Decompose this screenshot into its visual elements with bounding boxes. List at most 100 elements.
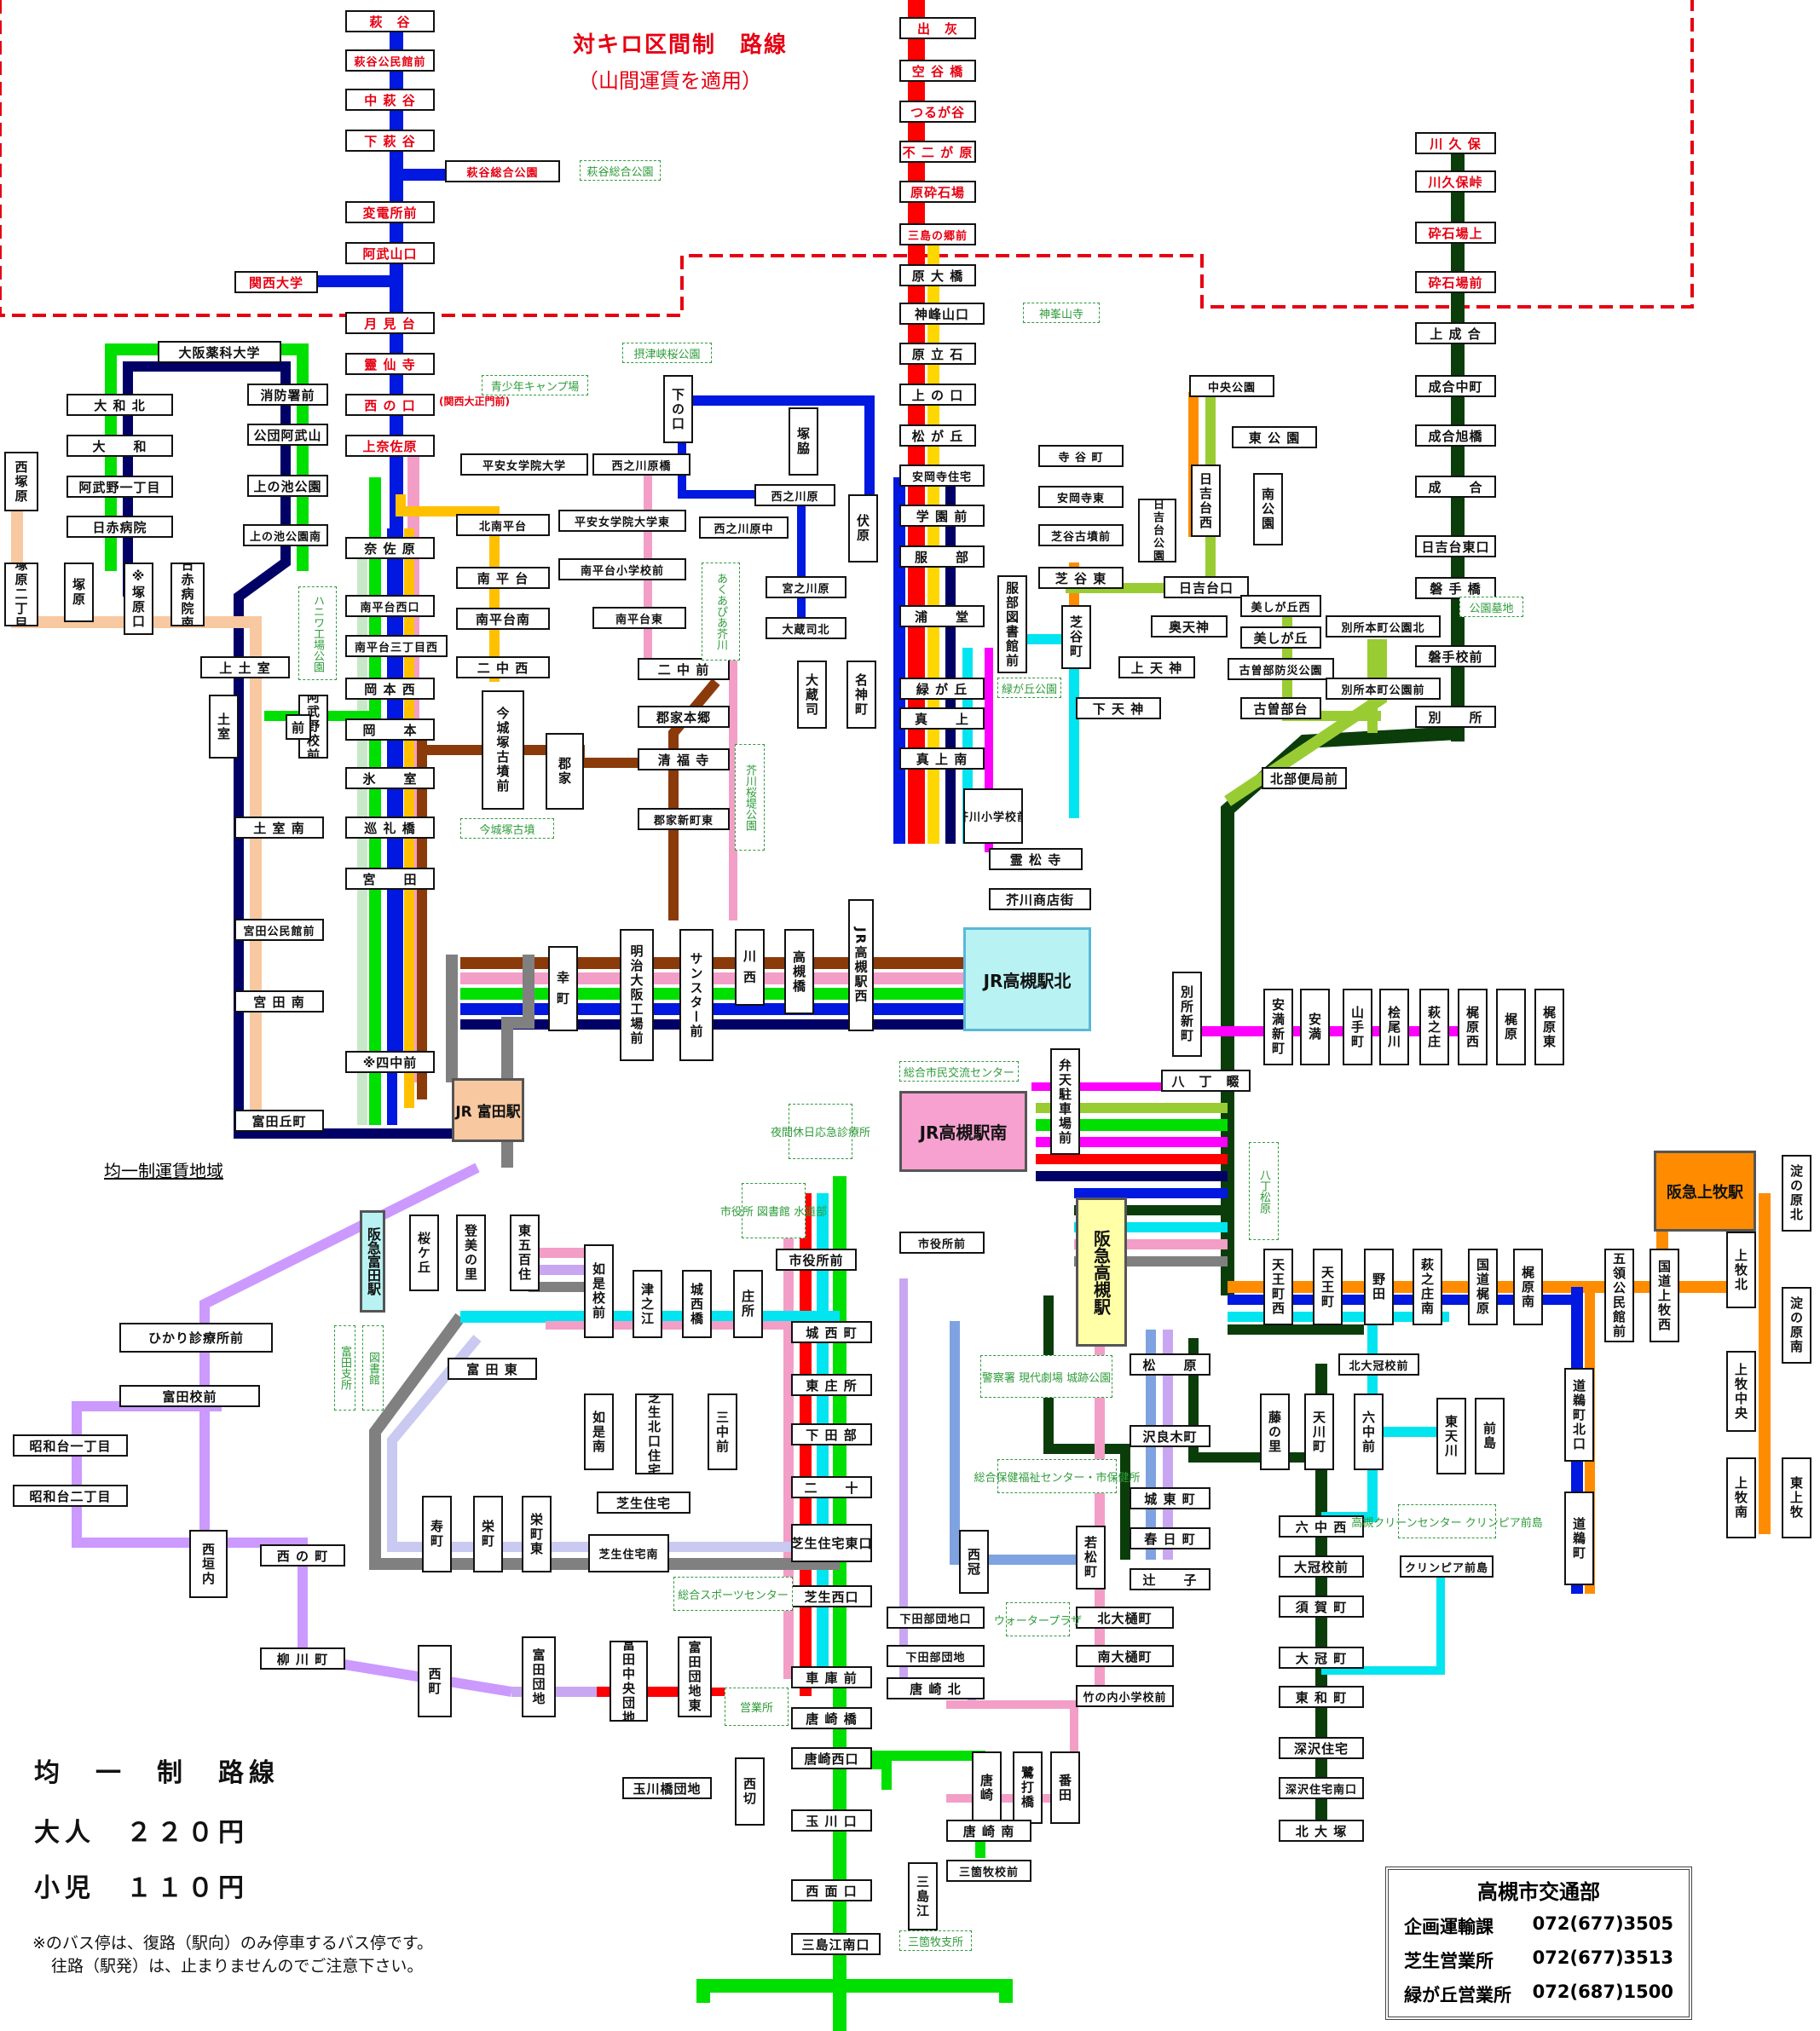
bus-stop-fukasawa-minami[interactable]: 深沢住宅南口	[1279, 1777, 1364, 1799]
bus-stop-tsukahara-guchi[interactable]: ※塚原口	[124, 563, 153, 635]
bus-stop-tsukawaki[interactable]: 塚脇	[789, 407, 818, 476]
bus-stop-naka-haidani[interactable]: 中 萩 谷	[345, 89, 435, 111]
bus-stop-noda[interactable]: 野田	[1364, 1249, 1394, 1325]
bus-stop-karasaki-m[interactable]: 唐崎	[972, 1751, 1002, 1824]
bus-stop-kita-otsuka[interactable]: 北 大 塚	[1279, 1820, 1364, 1842]
bus-stop-shibu-higashi[interactable]: 芝生住宅東口	[791, 1524, 872, 1562]
bus-stop-teramachi[interactable]: 寺 谷 町	[1038, 445, 1124, 467]
bus-stop-kamimaki-minami[interactable]: 上牧南	[1726, 1457, 1756, 1538]
bus-stop-dosho-kita[interactable]: 道鵜町北口	[1564, 1368, 1594, 1462]
bus-stop-shofukuji[interactable]: 清 福 寺	[638, 748, 730, 770]
bus-stop-okura[interactable]: 大蔵司	[797, 661, 827, 729]
bus-stop-imashirozuka[interactable]: 今城塚古墳前	[482, 690, 524, 810]
bus-stop-yonchu[interactable]: ※四中前	[345, 1051, 435, 1073]
bus-stop-hokubu[interactable]: 北部便局前	[1262, 767, 1347, 789]
bus-stop-karasaki-nishi[interactable]: 唐崎西口	[791, 1747, 872, 1769]
bus-stop-shimo-haidani[interactable]: 下 萩 谷	[345, 130, 435, 152]
bus-stop-tamagawa[interactable]: 玉 川 口	[791, 1809, 872, 1832]
bus-stop-niju[interactable]: 二 十	[791, 1476, 872, 1498]
bus-stop-shironishi[interactable]: 城西橋	[682, 1270, 712, 1338]
bus-stop-haradaibashi[interactable]: 原 大 橋	[899, 264, 976, 286]
bus-stop-tsukahara-2[interactable]: 塚原二丁目	[4, 563, 38, 626]
bus-stop-rokuchu[interactable]: 六中前	[1354, 1393, 1384, 1470]
bus-stop-higashiwa[interactable]: 東 和 町	[1279, 1686, 1364, 1708]
bus-stop-utsukushigaoka-nishi[interactable]: 美しが丘西	[1240, 595, 1321, 617]
bus-stop-saiseki-mae[interactable]: 砕石場前	[1415, 271, 1496, 293]
bus-stop-karasaki[interactable]: 唐 崎 橋	[791, 1707, 872, 1729]
bus-stop-nishinokuchi[interactable]: 西 の 口	[345, 394, 435, 416]
bus-stop-shiyakusho2[interactable]: 市役所前	[899, 1232, 985, 1254]
bus-stop-abuyama-guchi[interactable]: 阿武山口	[345, 242, 435, 264]
bus-stop-sho[interactable]: 庄所	[733, 1270, 763, 1338]
bus-stop-joseigo-asahi[interactable]: 成合旭橋	[1415, 424, 1496, 447]
bus-stop-minamiheidai-minami[interactable]: 南平台南	[456, 608, 550, 630]
bus-stop-nishikiri[interactable]: 西切	[735, 1757, 765, 1826]
bus-stop-nishi-tsukahara[interactable]: 西塚原	[4, 452, 38, 511]
bus-stop-karatani[interactable]: 空 谷 橋	[899, 60, 976, 82]
bus-stop-nishikan[interactable]: 西冠	[959, 1530, 989, 1594]
bus-stop-higashigohyakuzumi[interactable]: 東五百住	[510, 1215, 540, 1291]
bus-stop-dehai[interactable]: 出 灰	[899, 17, 976, 39]
bus-stop-genseki[interactable]: 原砕石場	[899, 181, 976, 203]
bus-stop-shimoda[interactable]: 下 田 部	[791, 1423, 872, 1445]
bus-stop-wakamatsu[interactable]: 若松町	[1076, 1526, 1106, 1590]
bus-stop-tomiminosato[interactable]: 登美の里	[456, 1215, 486, 1291]
bus-stop-tamagawa-danchi[interactable]: 玉川橋団地	[622, 1777, 712, 1799]
bus-stop-tonda-higashi-danchi[interactable]: 富田団地東	[678, 1636, 712, 1717]
bus-stop-okura-kita[interactable]: 大蔵司北	[766, 617, 846, 639]
bus-stop-saiwai[interactable]: 幸 町	[548, 946, 578, 1031]
bus-stop-tenno-nishi[interactable]: 天王町西	[1263, 1249, 1293, 1325]
bus-stop-tonda-danchi[interactable]: 富田団地	[522, 1636, 556, 1717]
bus-stop-shariko[interactable]: 車 庫 前	[791, 1666, 872, 1688]
bus-stop-tsurugatani[interactable]: つるが谷	[899, 101, 976, 123]
bus-stop-uenoike[interactable]: 上の池公園	[247, 475, 328, 497]
bus-stop-nishinokawara-bashi[interactable]: 西之川原橋	[592, 453, 690, 476]
bus-stop-nasahara[interactable]: 奈 佐 原	[345, 537, 435, 559]
bus-stop-fukasawa[interactable]: 深沢住宅	[1279, 1737, 1364, 1759]
bus-stop-miyata-minami[interactable]: 宮 田 南	[234, 990, 324, 1013]
bus-stop-yanagawa[interactable]: 柳 川 町	[260, 1647, 345, 1670]
bus-stop-tenno[interactable]: 天王町	[1313, 1249, 1343, 1325]
bus-stop-gouke-honmachi[interactable]: 郡家本郷	[638, 706, 730, 728]
bus-stop-makami-minami[interactable]: 真 上 南	[899, 747, 985, 770]
bus-stop-okamoto[interactable]: 岡 本	[345, 718, 435, 741]
bus-stop-mae[interactable]: 前	[286, 714, 311, 740]
bus-stop-kajiwara-nishi[interactable]: 梶原西	[1458, 989, 1488, 1065]
bus-stop-uenoike-minami[interactable]: 上の池公園南	[243, 524, 328, 546]
bus-stop-kamimaki-chuo[interactable]: 上牧中央	[1726, 1351, 1756, 1432]
bus-stop-showa1[interactable]: 昭和台一丁目	[13, 1434, 128, 1457]
bus-stop-mishimae-minami[interactable]: 三島江南口	[791, 1933, 881, 1955]
bus-stop-okutenjin[interactable]: 奥天神	[1151, 615, 1228, 638]
bus-stop-minamiheidai-3[interactable]: 南平台三丁目西	[345, 635, 448, 657]
bus-stop-nyoze-minami[interactable]: 如是南	[584, 1393, 614, 1470]
bus-stop-shibu-minami[interactable]: 芝生住宅南	[588, 1534, 669, 1572]
bus-stop-kajiwara[interactable]: 梶原	[1496, 989, 1526, 1065]
bus-stop-maejima[interactable]: 前島	[1475, 1398, 1505, 1474]
bus-stop-bessho-koen[interactable]: 別所本町公園前	[1326, 678, 1441, 700]
bus-stop-joseigo[interactable]: 上 成 合	[1415, 322, 1496, 344]
bus-stop-fujigahara[interactable]: 不 二 が 原	[899, 141, 976, 163]
bus-stop-rokuchu-nishi[interactable]: 六 中 西	[1279, 1515, 1364, 1538]
bus-stop-nishimachi[interactable]: 西町	[418, 1645, 452, 1717]
bus-stop-makami[interactable]: 真 上	[899, 707, 985, 730]
bus-stop-dokan-mae[interactable]: 大冠校前	[1279, 1555, 1364, 1578]
bus-stop-hararitsuseki[interactable]: 原 立 石	[899, 343, 976, 365]
bus-stop-hikari[interactable]: ひかり診療所前	[119, 1323, 273, 1353]
bus-stop-iwate-kou[interactable]: 磐手校前	[1415, 645, 1496, 667]
bus-stop-matsubara[interactable]: 松 原	[1130, 1353, 1210, 1376]
bus-stop-nishiuchi[interactable]: 西垣内	[189, 1530, 228, 1598]
bus-stop-minamiheidai-sho[interactable]: 南平台小学校前	[558, 558, 686, 580]
bus-stop-kajiwara-higashi[interactable]: 梶原東	[1534, 989, 1564, 1065]
bus-stop-nishinokawara[interactable]: 西之川原	[754, 484, 835, 506]
bus-stop-sunstar[interactable]: サンスター前	[679, 929, 714, 1061]
bus-stop-nishinomachi[interactable]: 西 の 町	[260, 1544, 345, 1567]
bus-stop-sakae-higashi[interactable]: 栄町東	[522, 1496, 552, 1572]
hub-hankyu-takatsuki[interactable]: 阪急高槻駅	[1076, 1197, 1127, 1347]
bus-stop-ryosenji[interactable]: 靈 仙 寺	[345, 353, 435, 375]
bus-stop-meishin[interactable]: 名神町	[846, 661, 876, 729]
bus-stop-kawakubo[interactable]: 川 久 保	[1415, 132, 1496, 154]
bus-stop-kamitenjin[interactable]: 上 天 神	[1118, 656, 1195, 678]
bus-stop-kajiwara-minami[interactable]: 梶原南	[1513, 1249, 1543, 1325]
bus-stop-tsukimidai[interactable]: 月 見 台	[345, 312, 435, 334]
bus-stop-goryou[interactable]: 五領公民館前	[1604, 1249, 1634, 1342]
